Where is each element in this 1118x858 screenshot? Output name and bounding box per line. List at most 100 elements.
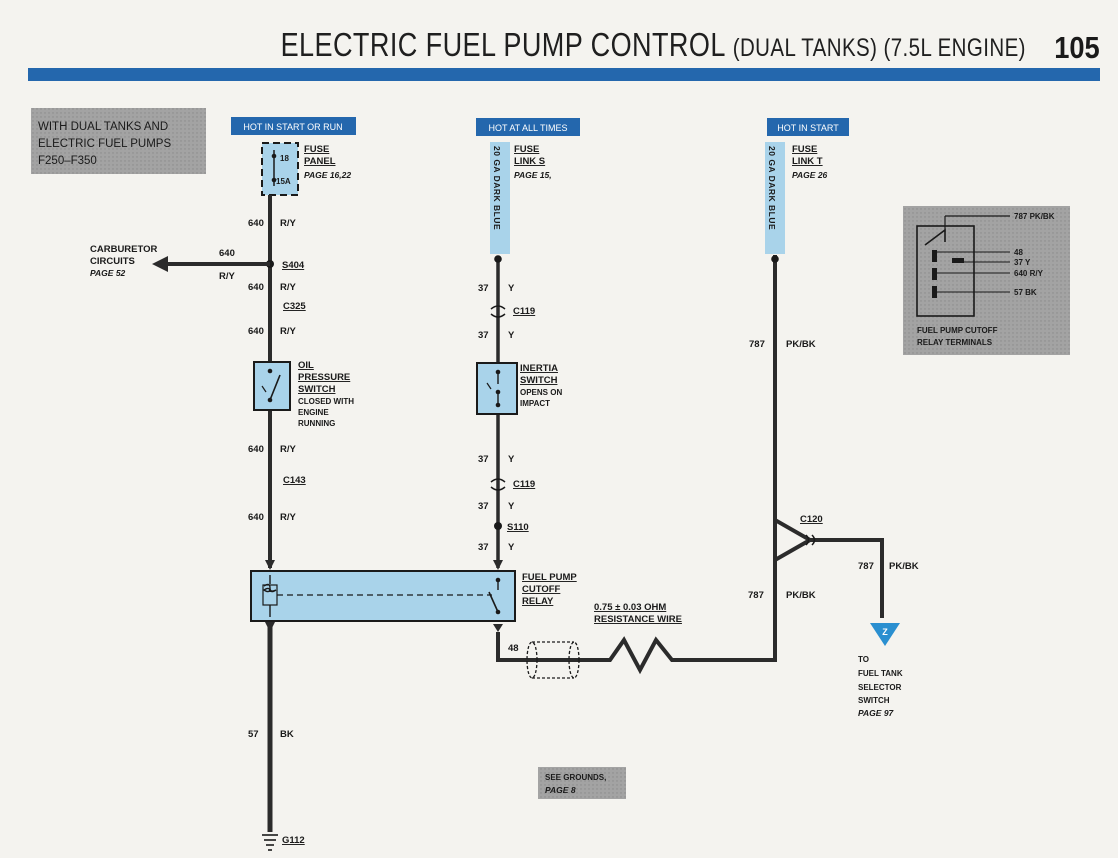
oil-pressure-switch xyxy=(253,361,291,411)
circuit-label: 37 xyxy=(478,330,489,341)
fuse-link-s: 20 GA DARK BLUE xyxy=(490,142,510,254)
terminal-640-circuit: 640 xyxy=(1014,269,1028,278)
fuse-panel-ref: PAGE 16,22 xyxy=(304,170,351,180)
title-main-text: ELECTRIC FUEL PUMP CONTROL xyxy=(280,26,725,63)
note-line-2: ELECTRIC FUEL PUMPS xyxy=(38,138,171,150)
shield-symbol xyxy=(526,641,580,679)
terminal-640: 640 R/Y xyxy=(1014,269,1044,278)
circuit-label: 787 xyxy=(749,339,765,350)
fuse-link-s-ref: PAGE 15, xyxy=(514,170,552,180)
arrow-into-relay xyxy=(493,560,503,570)
carburetor-ref: PAGE 52 xyxy=(90,268,126,278)
circuit-label: 640 xyxy=(219,248,235,259)
terminal-57-color: BK xyxy=(1025,288,1037,297)
page-title: ELECTRIC FUEL PUMP CONTROL (DUAL TANKS) … xyxy=(281,26,1026,64)
connector-s110: S110 xyxy=(507,522,529,533)
selector-l2: FUEL TANK xyxy=(858,669,903,678)
header: ELECTRIC FUEL PUMP CONTROL (DUAL TANKS) … xyxy=(0,0,1118,86)
resistance-l1: 0.75 ± 0.03 OHM xyxy=(594,602,666,613)
arrow-carburetor xyxy=(152,256,168,272)
title-subtitle: (DUAL TANKS) (7.5L ENGINE) xyxy=(732,34,1026,62)
terminal-37: 37 Y xyxy=(1014,258,1031,267)
color-label: Y xyxy=(508,542,515,553)
oil-switch-l1: OIL xyxy=(298,360,314,371)
inertia-l4: IMPACT xyxy=(520,399,550,408)
arrow-out-relay xyxy=(493,624,503,632)
connector-symbol xyxy=(490,478,506,491)
connector-c325: C325 xyxy=(283,301,306,312)
oil-switch-l2: PRESSURE xyxy=(298,372,350,383)
color-label: R/Y xyxy=(219,271,236,282)
color-label: Y xyxy=(508,501,515,512)
relay-l1: FUEL PUMP xyxy=(522,572,577,583)
power-source-all-times: HOT AT ALL TIMES xyxy=(476,118,580,136)
title-bar xyxy=(28,68,1100,81)
color-label: Y xyxy=(508,330,515,341)
fuse-link-t-name2: LINK T xyxy=(792,156,823,167)
connector-g112: G112 xyxy=(282,835,305,846)
circuit-label: 787 xyxy=(858,561,874,572)
terminal-787-circuit: 787 xyxy=(1014,212,1028,221)
relay-terminals-inset: 787 PK/BK 48 37 Y 640 R/Y 57 BK FUEL PUM… xyxy=(903,206,1070,355)
see-grounds-l1: SEE GROUNDS, xyxy=(545,773,606,782)
see-grounds-note: SEE GROUNDS, PAGE 8 xyxy=(538,767,626,799)
page-number: 105 xyxy=(1054,30,1100,65)
circuit-label: 640 xyxy=(248,512,264,523)
color-label: R/Y xyxy=(280,218,297,229)
fuse-link-s-name2: LINK S xyxy=(514,156,545,167)
terminal-37-color: Y xyxy=(1025,258,1031,267)
oil-switch-l4: CLOSED WITH xyxy=(298,397,354,406)
color-label: PK/BK xyxy=(786,590,816,601)
fuse-number: 18 xyxy=(280,154,289,163)
terminal-57: 57 BK xyxy=(1014,288,1037,297)
fusible-link-end xyxy=(494,255,502,263)
fuse-link-t-name: FUSE xyxy=(792,144,817,155)
inertia-switch xyxy=(476,362,518,415)
wire-48-787 xyxy=(496,255,777,675)
wire-787-junction xyxy=(774,538,811,562)
see-grounds-ref: PAGE 8 xyxy=(545,785,576,795)
selector-l1: TO xyxy=(858,655,869,664)
relay-l3: RELAY xyxy=(522,596,554,607)
terminal-787-color: PK/BK xyxy=(1030,212,1055,221)
oil-switch-l6: RUNNING xyxy=(298,419,335,428)
note-line-1: WITH DUAL TANKS AND xyxy=(38,121,168,133)
applicability-note: WITH DUAL TANKS AND ELECTRIC FUEL PUMPS … xyxy=(31,108,206,174)
color-label: Y xyxy=(508,283,515,294)
arrow-out-relay xyxy=(265,622,275,632)
terminal-37-circuit: 37 xyxy=(1014,258,1023,267)
circuit-label: 37 xyxy=(478,283,489,294)
fuse-link-s-name: FUSE xyxy=(514,144,539,155)
selector-l4: SWITCH xyxy=(858,696,890,705)
oil-switch-l5: ENGINE xyxy=(298,408,329,417)
inertia-l1: INERTIA xyxy=(520,363,558,374)
color-label: PK/BK xyxy=(889,561,919,572)
fuse-panel-name2: PANEL xyxy=(304,156,336,167)
selector-ref: PAGE 97 xyxy=(858,708,895,718)
fuse-link-t-wire: 20 GA DARK BLUE xyxy=(767,146,777,230)
oil-switch-l3: SWITCH xyxy=(298,384,336,395)
color-label: R/Y xyxy=(280,512,297,523)
connector-c120: C120 xyxy=(800,514,823,525)
circuit-label: 640 xyxy=(248,282,264,293)
ground-symbol xyxy=(262,834,278,851)
circuit-label: 57 xyxy=(248,729,259,740)
power-source-label: HOT IN START OR RUN xyxy=(243,122,342,132)
circuit-label: 37 xyxy=(478,542,489,553)
fuse-panel-name: FUSE xyxy=(304,144,329,155)
z-reference-marker xyxy=(870,623,900,646)
inset-caption-2: RELAY TERMINALS xyxy=(917,338,993,347)
fuse-link-t: 20 GA DARK BLUE xyxy=(765,142,785,254)
terminal-48: 48 xyxy=(1014,248,1023,257)
color-label: Y xyxy=(508,454,515,465)
connector-symbol xyxy=(490,305,506,318)
color-label: PK/BK xyxy=(786,339,816,350)
inset-caption-1: FUEL PUMP CUTOFF xyxy=(917,326,998,335)
fuse-rating: 15A xyxy=(276,177,291,186)
fuse-panel: 18 15A xyxy=(261,142,299,196)
selector-l3: SELECTOR xyxy=(858,683,902,692)
power-source-start: HOT IN START xyxy=(767,118,849,136)
note-line-3: F250–F350 xyxy=(38,155,97,167)
connector-s404: S404 xyxy=(282,260,305,271)
